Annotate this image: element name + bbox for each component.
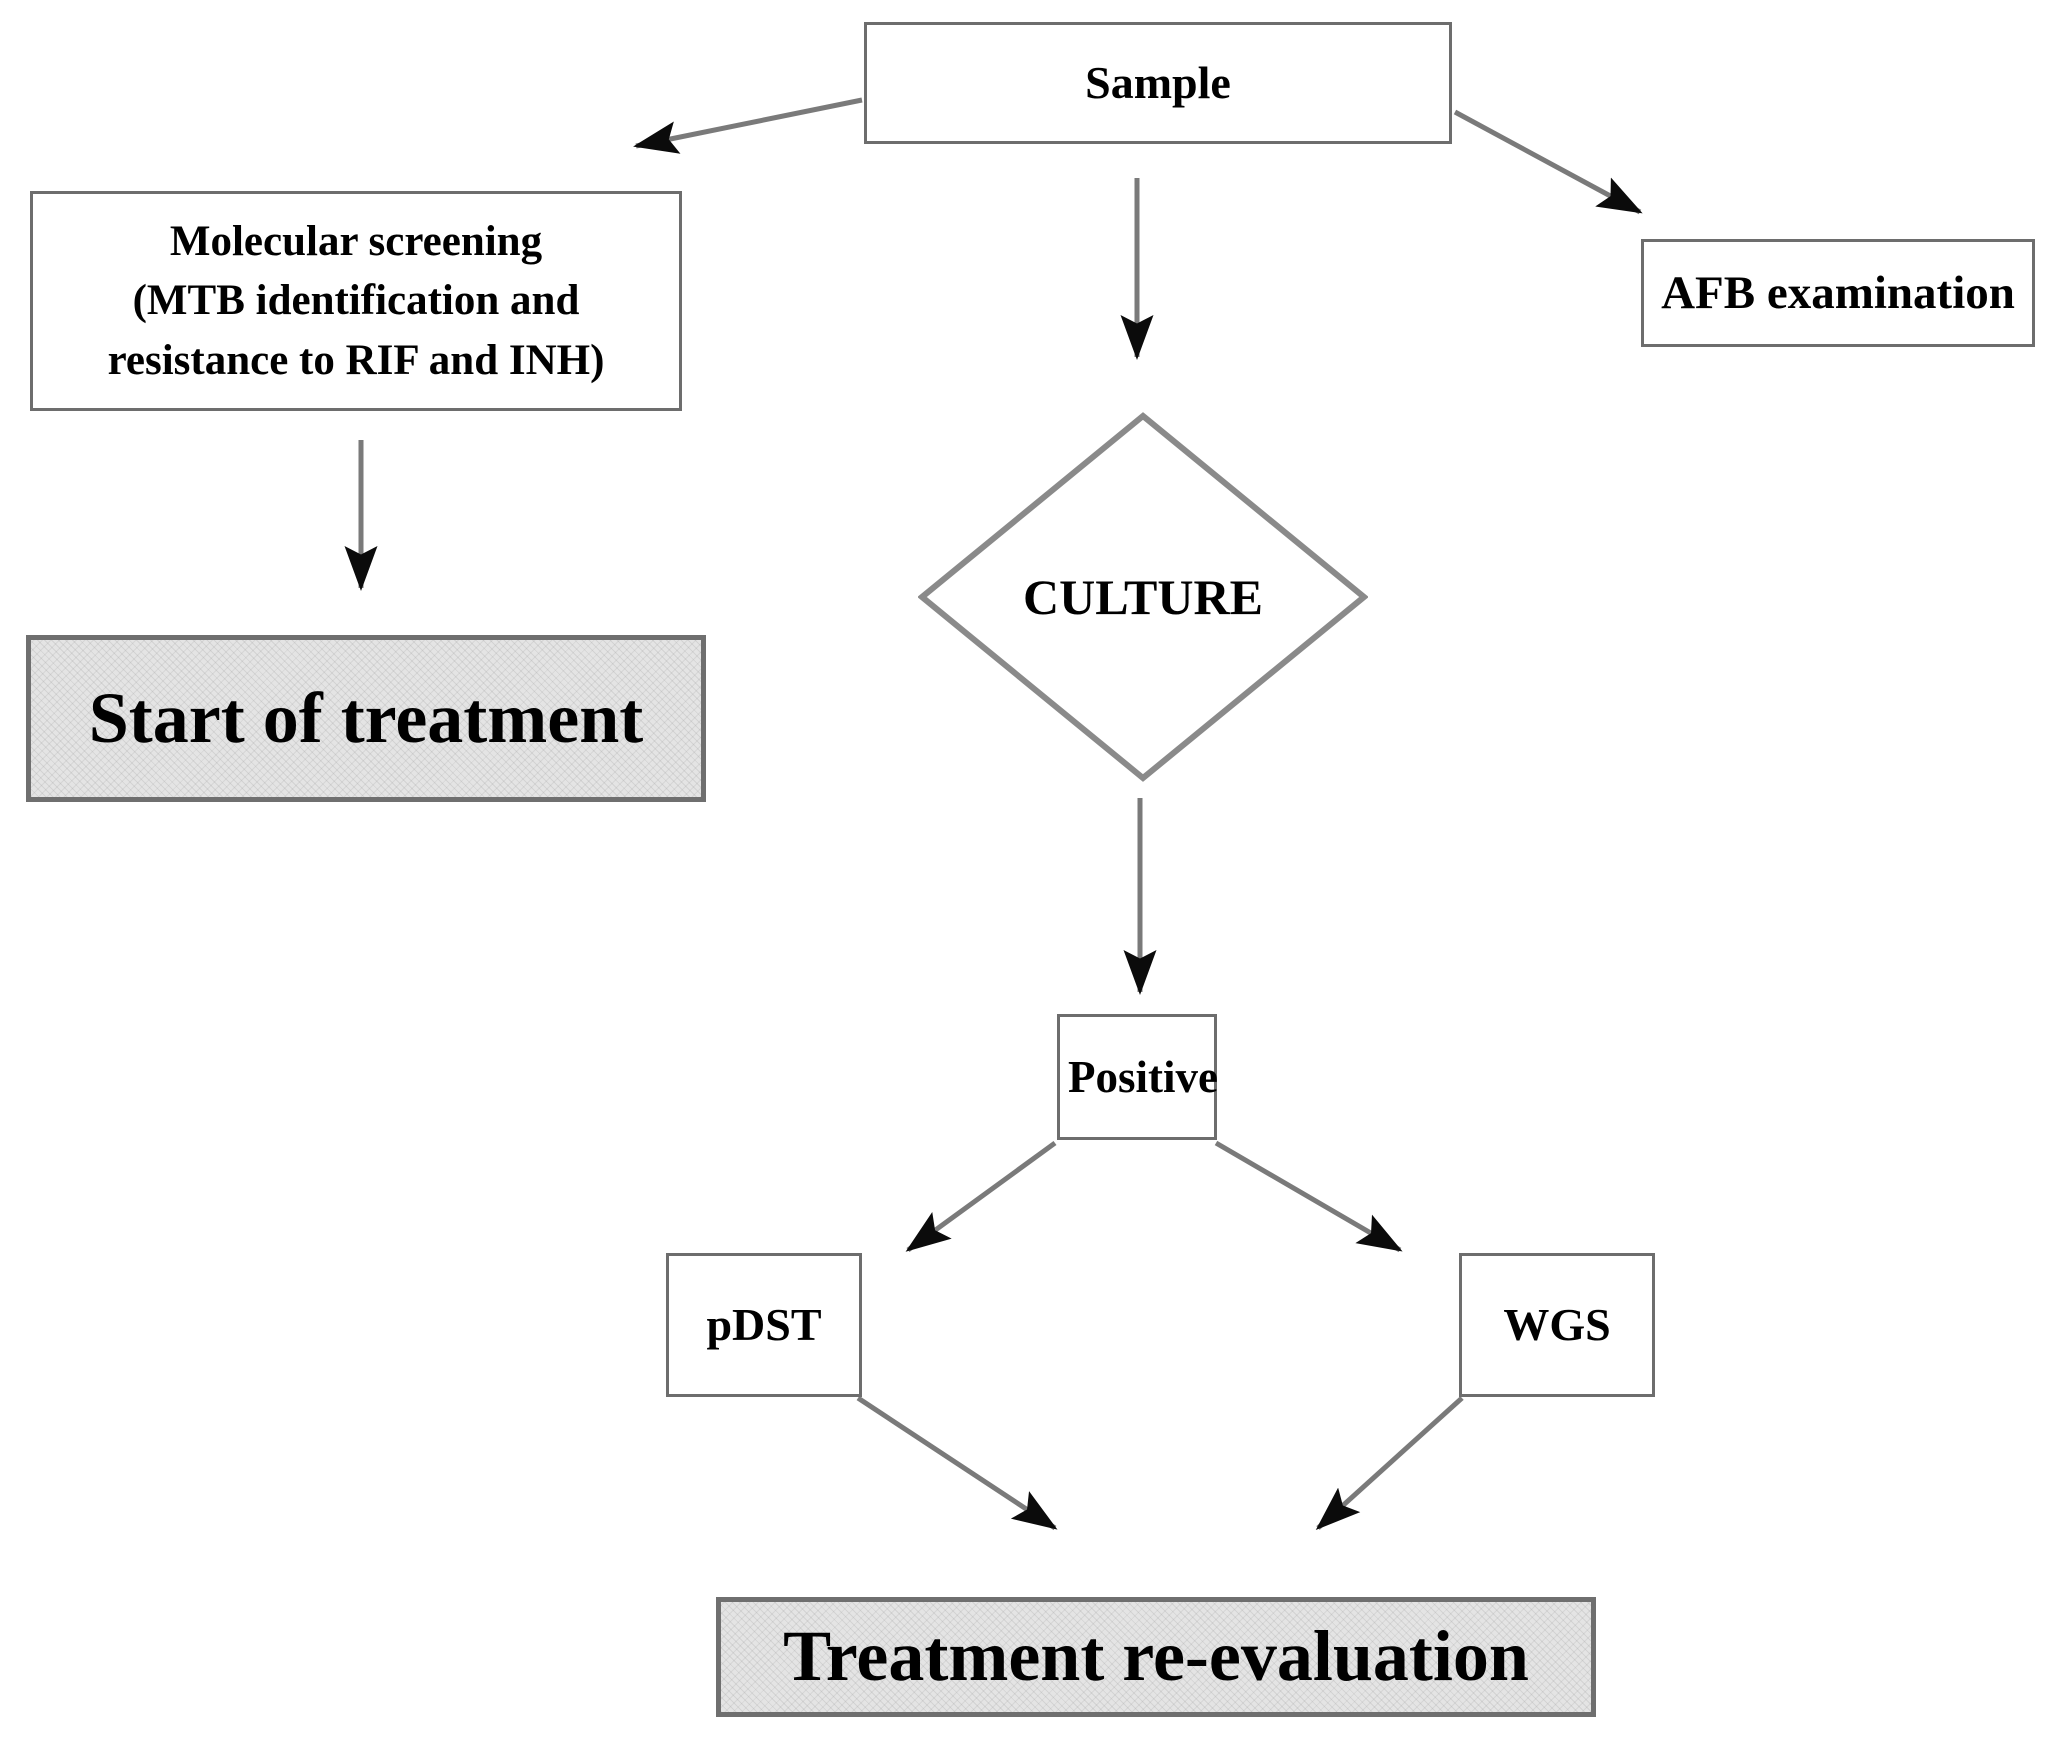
node-sample[interactable]: Sample bbox=[864, 22, 1452, 144]
node-pdst-label: pDST bbox=[706, 1299, 822, 1351]
node-positive-label: Positive bbox=[1068, 1051, 1218, 1102]
node-culture-label: CULTURE bbox=[1023, 568, 1263, 625]
edge-wgs-to-treatment-re-evaluation bbox=[1315, 1396, 1464, 1531]
node-pdst[interactable]: pDST bbox=[666, 1253, 862, 1397]
edge-sample-to-afb-examination bbox=[1453, 109, 1643, 215]
edge-sample-to-molecular-screening bbox=[633, 97, 863, 154]
node-afb-examination-label: AFB examination bbox=[1661, 266, 2015, 319]
node-molecular-screening[interactable]: Molecular screening (MTB identification … bbox=[30, 191, 682, 411]
node-positive[interactable]: Positive bbox=[1057, 1014, 1218, 1140]
node-culture[interactable]: CULTURE bbox=[918, 412, 1368, 782]
node-treatment-re-evaluation-label: Treatment re-evaluation bbox=[783, 1616, 1529, 1697]
node-start-of-treatment[interactable]: Start of treatment bbox=[26, 635, 706, 802]
node-sample-label: Sample bbox=[1085, 57, 1231, 109]
node-afb-examination[interactable]: AFB examination bbox=[1641, 239, 2035, 347]
edge-pdst-to-treatment-re-evaluation bbox=[856, 1395, 1058, 1531]
node-wgs-label: WGS bbox=[1503, 1299, 1611, 1351]
node-start-of-treatment-label: Start of treatment bbox=[88, 677, 644, 758]
node-treatment-re-evaluation[interactable]: Treatment re-evaluation bbox=[716, 1597, 1596, 1717]
edge-positive-to-wgs bbox=[1214, 1140, 1403, 1253]
node-wgs[interactable]: WGS bbox=[1459, 1253, 1655, 1397]
node-molecular-screening-label: Molecular screening (MTB identification … bbox=[107, 218, 605, 384]
culture-diamond-shape bbox=[918, 412, 1368, 782]
edge-positive-to-pdst bbox=[905, 1140, 1057, 1253]
